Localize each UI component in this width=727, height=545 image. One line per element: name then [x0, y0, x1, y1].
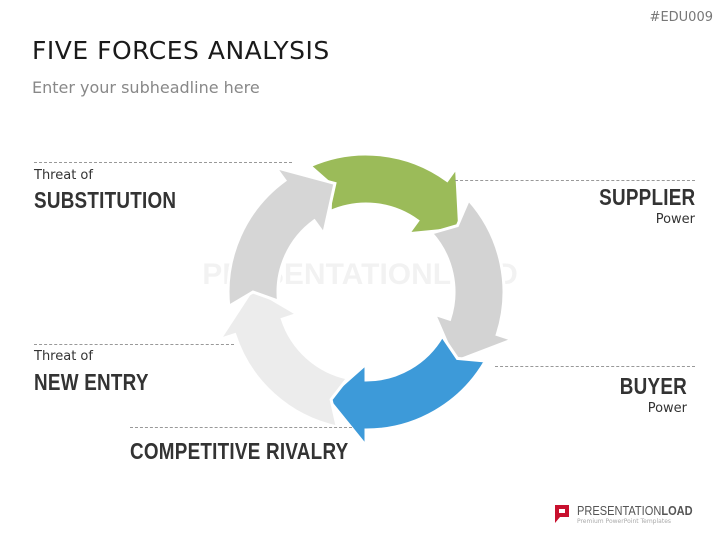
- buyer-label: BUYER: [619, 373, 687, 399]
- buyer-label-small: Power: [647, 401, 687, 416]
- subheadline: Enter your subheadline here: [32, 78, 260, 97]
- arrow-substitution: [226, 164, 337, 309]
- arrow-new-entry: [215, 286, 351, 429]
- rivalry-label: COMPETITIVE RIVALRY: [130, 438, 349, 464]
- divider: [34, 162, 292, 163]
- slide-title: FIVE FORCES ANALYSIS: [32, 36, 330, 65]
- slide-code: #EDU009: [649, 10, 713, 25]
- divider: [495, 366, 695, 367]
- substitution-label-small: Threat of: [34, 168, 93, 183]
- arrow-supplier: [307, 152, 462, 236]
- presentationload-logo: PRESENTATIONLOAD Premium PowerPoint Temp…: [553, 503, 713, 525]
- new-entry-label-small: Threat of: [34, 349, 93, 364]
- logo-tagline: Premium PowerPoint Templates: [576, 518, 672, 525]
- supplier-label: SUPPLIER: [598, 184, 695, 210]
- logo-brand-bold: LOAD: [661, 503, 693, 518]
- substitution-label: SUBSTITUTION: [34, 187, 177, 213]
- new-entry-label: NEW ENTRY: [34, 369, 149, 395]
- arrow-buyer: [428, 196, 517, 364]
- logo-icon: [554, 505, 569, 523]
- supplier-label-small: Power: [655, 212, 695, 227]
- divider: [34, 344, 234, 345]
- divider: [130, 427, 352, 428]
- divider: [455, 180, 695, 181]
- logo-brand: PRESENTATION: [576, 503, 662, 518]
- arrow-rivalry: [325, 333, 488, 451]
